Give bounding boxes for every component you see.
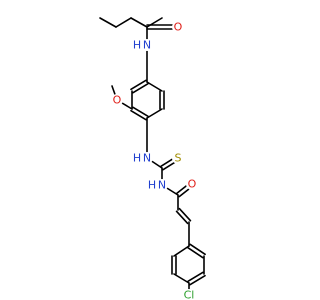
bond-line <box>189 274 206 286</box>
thiourea-nitrogen-2-label-background <box>156 179 168 191</box>
acryloyl-oxygen-label: O <box>188 178 197 191</box>
amide-nitrogen-label: N <box>143 39 151 52</box>
bond-line <box>146 108 163 119</box>
bond-line <box>173 245 190 257</box>
chlorine-label: Cl <box>184 289 195 300</box>
amide-hydrogen-label-background <box>131 39 143 51</box>
thiourea-nitrogen-1-label: N <box>143 152 151 165</box>
bond-line <box>130 79 147 91</box>
bond-line <box>115 17 132 28</box>
molecule-structure: N O O N S N O Cl H H H <box>99 17 206 300</box>
thiourea-hydrogen-1-label-background <box>131 152 143 164</box>
thiourea-hydrogen-2-label-background <box>146 179 158 191</box>
bond-line <box>132 82 149 94</box>
thiourea-sulfur-label-background <box>172 152 184 164</box>
bond-line <box>175 210 189 225</box>
amide-hydrogen-label: H <box>133 39 141 52</box>
bond-line <box>173 273 190 284</box>
amide-oxygen-label-background <box>172 21 184 33</box>
chlorine-label-background <box>183 289 195 300</box>
bond-line <box>130 109 147 121</box>
thiourea-hydrogen-2-label: H <box>148 179 156 192</box>
thiourea-nitrogen-2-label: N <box>158 179 166 192</box>
methoxy-oxygen-label-background <box>111 94 123 106</box>
amide-oxygen-label: O <box>174 21 183 34</box>
amide-nitrogen-label-background <box>141 39 153 51</box>
bond-line <box>132 106 149 118</box>
bond-line <box>99 17 117 28</box>
bond-line <box>146 81 163 92</box>
bond-line <box>187 246 204 259</box>
thiourea-hydrogen-1-label: H <box>133 152 141 165</box>
atom-label-layer: N O O N S N O Cl H H H <box>111 21 198 300</box>
thiourea-nitrogen-1-label-background <box>141 152 153 164</box>
bond-line <box>178 207 192 222</box>
bond-line <box>130 17 148 28</box>
bond-line <box>189 243 206 256</box>
bond-line <box>187 271 204 283</box>
acryloyl-oxygen-label-background <box>186 178 198 190</box>
methoxy-oxygen-label: O <box>113 94 122 107</box>
thiourea-sulfur-label: S <box>175 152 182 165</box>
